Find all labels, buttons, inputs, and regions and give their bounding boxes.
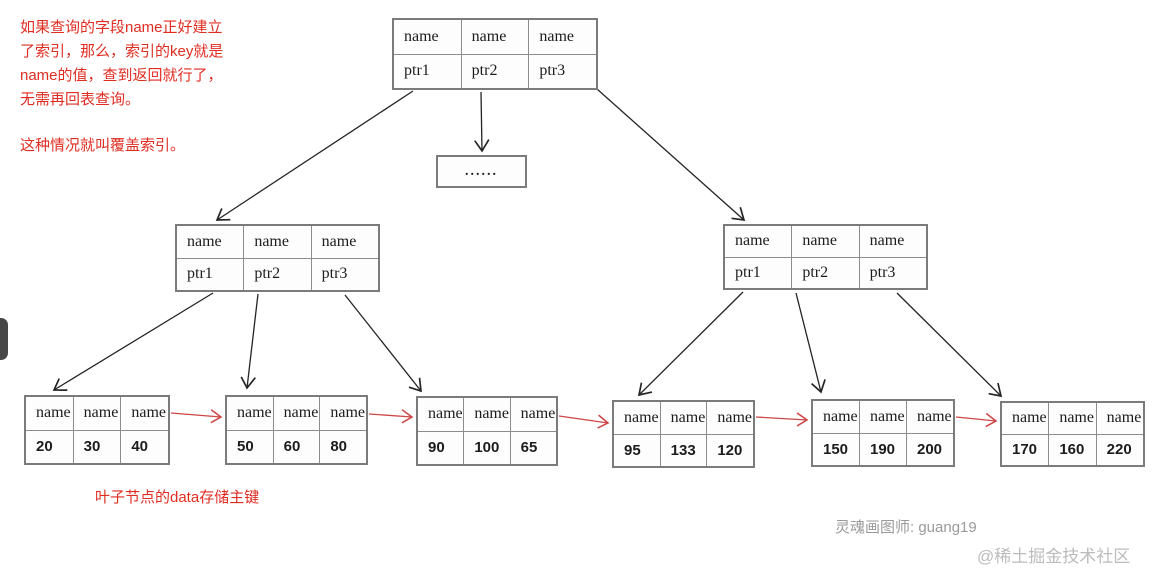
leaf-value: 160: [1049, 434, 1097, 465]
annotation-line: 如果查询的字段name正好建立: [20, 19, 223, 36]
internal-node-left: name name name ptr1 ptr2 ptr3: [175, 224, 380, 292]
leaf-link-3-4: [558, 414, 610, 429]
annotation-line: 这种情况就叫覆盖索引。: [20, 137, 186, 154]
leaf-key: name: [917, 407, 952, 425]
leaf-key: name: [74, 397, 122, 430]
ellipsis-node: ......: [436, 155, 527, 188]
internal-pointer: ptr3: [869, 263, 896, 281]
leaf-key: name: [131, 404, 166, 422]
edge-internal-left-to-leaf-2: [240, 293, 259, 390]
edge-internal-left-to-leaf-3: [344, 294, 422, 393]
leaf-key: name: [1002, 403, 1050, 434]
leaf-value: 190: [860, 433, 907, 465]
leaf-link-2-3: [368, 409, 414, 424]
leaf-value: 20: [26, 430, 74, 463]
leaf-value: 200: [917, 440, 943, 458]
internal-pointer: ptr1: [177, 258, 245, 290]
root-key: name: [394, 20, 462, 54]
community-watermark: @稀土掘金技术社区: [977, 547, 1131, 566]
leaf-value: 120: [717, 441, 743, 459]
internal-key: name: [244, 226, 312, 258]
annotation-text: 如果查询的字段name正好建立 了索引，那么，索引的key就是 name的值，查…: [20, 16, 223, 158]
edge-root-to-internal-left: [215, 90, 414, 221]
root-key: name: [539, 27, 574, 45]
leaf-key: name: [661, 402, 708, 434]
leaf-node-5: name name name 150 190 200: [811, 399, 955, 467]
leaf-node-3: name name name 90 100 65: [416, 396, 558, 466]
root-key: name: [462, 20, 530, 54]
leaf-value: 170: [1002, 434, 1050, 465]
annotation-line: name的值，查到返回就行了，: [20, 67, 223, 84]
internal-key: name: [725, 226, 793, 257]
leaf-key: name: [464, 398, 511, 431]
leaf-link-4-5: [755, 412, 809, 427]
leaf-value: 50: [227, 430, 274, 463]
edge-root-to-ellipsis: [474, 91, 490, 153]
internal-pointer: ptr2: [244, 258, 312, 290]
leaf-link-5-6: [955, 412, 998, 428]
leaf-key: name: [330, 404, 365, 422]
leaf-value: 150: [813, 433, 860, 465]
root-pointer: ptr1: [394, 54, 462, 88]
leaf-value: 30: [74, 430, 122, 463]
leaf-value: 60: [274, 430, 321, 463]
leaf-link-1-2: [170, 409, 223, 424]
ellipsis-text: ......: [465, 163, 498, 179]
artist-credit: 灵魂画图师: guang19: [835, 519, 977, 536]
annotation-line: 无需再回表查询。: [20, 91, 141, 108]
leaf-node-1: name name name 20 30 40: [24, 395, 170, 465]
leaf-value: 65: [520, 439, 538, 457]
leaf-key: name: [1049, 403, 1097, 434]
annotation-line: 了索引，那么，索引的key就是: [20, 43, 224, 60]
root-pointer: ptr3: [539, 62, 566, 80]
leaf-node-4: name name name 95 133 120: [612, 400, 755, 468]
leaf-value: 40: [131, 438, 149, 456]
leaf-value: 100: [464, 431, 511, 464]
leaf-value: 90: [418, 431, 465, 464]
edge-root-to-internal-right: [596, 88, 746, 222]
leaf-key: name: [520, 405, 556, 423]
internal-node-right: name name name ptr1 ptr2 ptr3: [723, 224, 928, 290]
internal-pointer: ptr3: [321, 265, 348, 283]
leaf-key: name: [717, 408, 752, 426]
edge-internal-left-to-leaf-1: [52, 292, 214, 391]
edge-internal-right-to-leaf-4: [637, 291, 744, 397]
edge-internal-right-to-leaf-6: [896, 292, 1003, 398]
leaf-key: name: [813, 401, 860, 433]
leaf-node-6: name name name 170 160 220: [1000, 401, 1145, 467]
internal-pointer: ptr1: [725, 257, 793, 288]
internal-key: name: [792, 226, 860, 257]
edge-internal-right-to-leaf-5: [795, 292, 826, 394]
internal-key: name: [177, 226, 245, 258]
leaf-value: 95: [614, 434, 661, 466]
leaf-value: 133: [661, 434, 708, 466]
leaf-data-note: 叶子节点的data存储主键: [95, 489, 260, 506]
internal-key: name: [869, 232, 905, 250]
leaf-key: name: [1106, 409, 1142, 427]
leaf-key: name: [418, 398, 465, 431]
leaf-value: 220: [1106, 441, 1132, 459]
root-pointer: ptr2: [462, 54, 530, 88]
leaf-value: 80: [330, 438, 348, 456]
leaf-key: name: [227, 397, 274, 430]
leaf-key: name: [274, 397, 321, 430]
internal-pointer: ptr2: [792, 257, 860, 288]
leaf-key: name: [614, 402, 661, 434]
edge-scroll-nub: [0, 318, 8, 360]
leaf-key: name: [860, 401, 907, 433]
leaf-node-2: name name name 50 60 80: [225, 395, 368, 465]
leaf-key: name: [26, 397, 74, 430]
internal-key: name: [321, 232, 357, 250]
root-node: name name name ptr1 ptr2 ptr3: [392, 18, 598, 90]
